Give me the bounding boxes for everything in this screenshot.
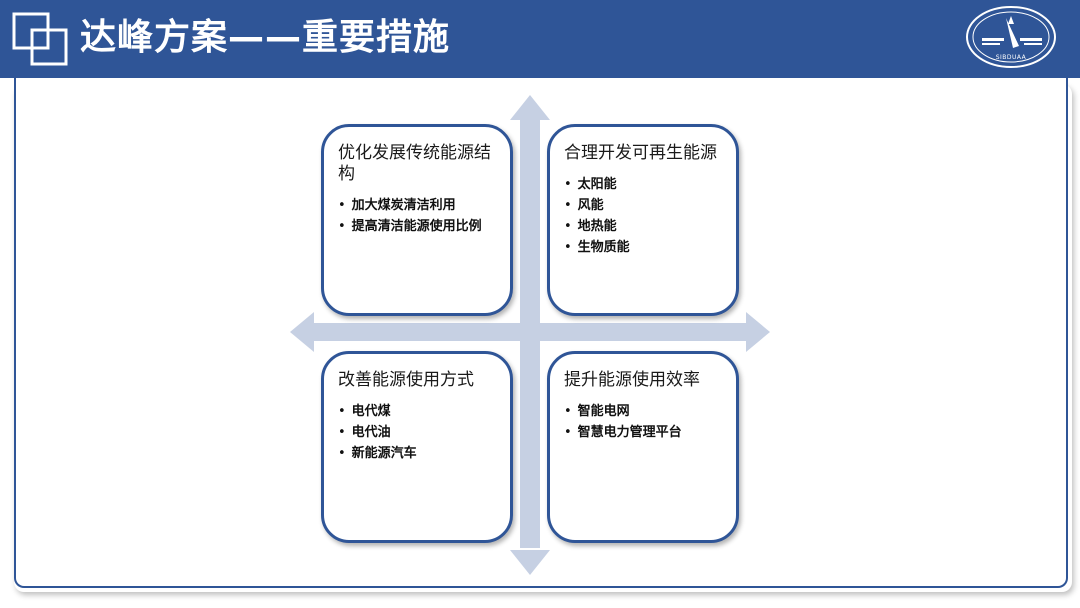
squares-icon — [12, 12, 68, 66]
list-item: •生物质能 — [564, 240, 630, 255]
quadrant-list: •太阳能 •风能 •地热能 •生物质能 — [564, 174, 724, 258]
quadrant-title: 优化发展传统能源结构 — [338, 143, 491, 184]
arrow-right-icon — [746, 312, 770, 352]
quadrant-title: 提升能源使用效率 — [564, 370, 700, 390]
list-item: •电代油 — [338, 425, 391, 440]
list-item: •地热能 — [564, 219, 617, 234]
list-item: •智慧电力管理平台 — [564, 425, 682, 440]
list-item: •太阳能 — [564, 177, 617, 192]
arrow-down-icon — [510, 550, 550, 575]
emblem-logo: SIBDUAA — [964, 4, 1058, 70]
list-item: •提高清洁能源使用比例 — [338, 219, 482, 234]
header-bar: 达峰方案——重要措施 SIBDUAA — [0, 0, 1080, 78]
list-item: •新能源汽车 — [338, 446, 417, 461]
quadrant-list: •加大煤炭清洁利用 •提高清洁能源使用比例 — [338, 195, 498, 237]
quadrant-bottom-left: 改善能源使用方式 •电代煤 •电代油 •新能源汽车 — [321, 351, 513, 543]
list-item: •电代煤 — [338, 404, 391, 419]
quadrant-top-right: 合理开发可再生能源 •太阳能 •风能 •地热能 •生物质能 — [547, 124, 739, 316]
quadrant-title: 改善能源使用方式 — [338, 370, 474, 390]
logo-text: SIBDUAA — [995, 54, 1027, 61]
horizontal-axis — [312, 323, 748, 341]
list-item: •加大煤炭清洁利用 — [338, 198, 456, 213]
quadrant-list: •电代煤 •电代油 •新能源汽车 — [338, 401, 498, 464]
arrow-up-icon — [510, 95, 550, 120]
emblem-icon — [966, 6, 1056, 68]
list-item: •风能 — [564, 198, 604, 213]
quadrant-title: 合理开发可再生能源 — [564, 143, 717, 163]
page-title: 达峰方案——重要措施 — [80, 17, 451, 58]
quadrant-bottom-right: 提升能源使用效率 •智能电网 •智慧电力管理平台 — [547, 351, 739, 543]
quadrant-top-left: 优化发展传统能源结构 •加大煤炭清洁利用 •提高清洁能源使用比例 — [321, 124, 513, 316]
quadrant-list: •智能电网 •智慧电力管理平台 — [564, 401, 724, 443]
list-item: •智能电网 — [564, 404, 630, 419]
arrow-left-icon — [290, 312, 314, 352]
